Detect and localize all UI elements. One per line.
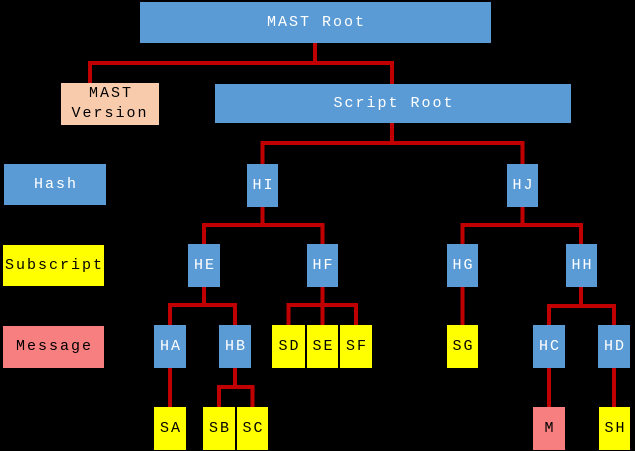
node-hi: HI xyxy=(247,164,278,207)
node-sc: SC xyxy=(237,407,268,450)
node-he: HE xyxy=(188,244,220,287)
node-mast-version: MAST Version xyxy=(61,83,159,125)
connector-hi xyxy=(202,207,325,244)
connector-mast-root xyxy=(88,43,394,84)
node-sa: SA xyxy=(154,407,186,450)
node-sg: SG xyxy=(447,325,478,368)
legend-subscript: Subscript xyxy=(3,245,104,286)
connector-hh xyxy=(547,287,616,325)
node-script-root: Script Root xyxy=(215,84,571,123)
connector-hf xyxy=(286,287,358,325)
connector-he xyxy=(168,287,237,325)
connector-hj xyxy=(460,207,583,244)
node-sd: SD xyxy=(272,325,305,368)
node-sf: SF xyxy=(340,325,372,368)
node-sb: SB xyxy=(203,407,235,450)
legend-hash: Hash xyxy=(4,164,106,205)
node-hb: HB xyxy=(219,325,251,368)
connector-hb xyxy=(217,368,255,407)
node-hg: HG xyxy=(447,244,478,287)
node-m: M xyxy=(533,407,565,450)
node-hf: HF xyxy=(307,244,338,287)
node-mast-root: MAST Root xyxy=(140,2,491,43)
node-hd: HD xyxy=(598,325,630,368)
node-hh: HH xyxy=(566,244,597,287)
connector-script-root xyxy=(260,123,525,164)
node-hj: HJ xyxy=(507,164,538,207)
node-se: SE xyxy=(307,325,338,368)
legend-message: Message xyxy=(3,326,104,368)
node-ha: HA xyxy=(154,325,186,368)
node-hc: HC xyxy=(533,325,565,368)
node-sh: SH xyxy=(599,407,630,450)
